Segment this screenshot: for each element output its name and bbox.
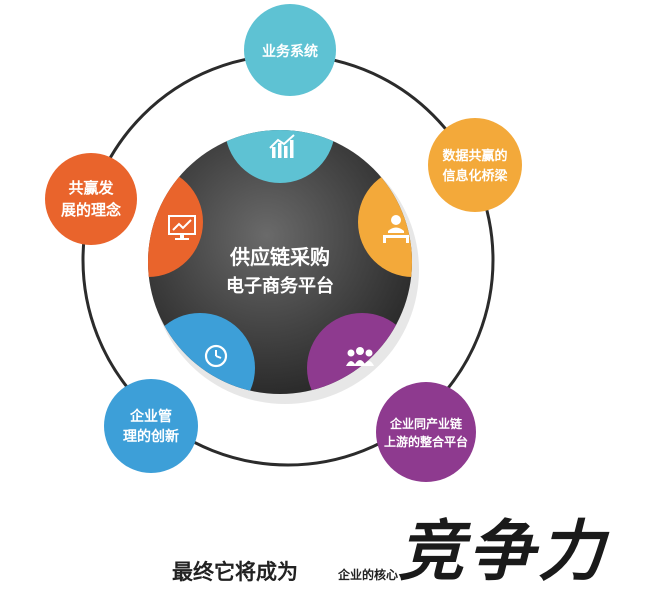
- slogan-small: 企业的核心: [337, 567, 398, 582]
- bubble-left-label-line1: 共赢发: [68, 179, 114, 197]
- bubble-bottom-right-label-line2: 上游的整合平台: [384, 434, 468, 449]
- bubble-bottom-right-label-line1: 企业同产业链: [389, 416, 463, 431]
- bubble-bottom-left: [104, 379, 198, 473]
- bubble-right-label-line1: 数据共赢的: [442, 148, 507, 164]
- bubble-right-label-line2: 信息化桥梁: [442, 168, 508, 184]
- center-title-line2: 电子商务平台: [226, 275, 334, 297]
- bubble-bottom-left-label-line2: 理的创新: [123, 428, 179, 445]
- bubble-bottom-right: [376, 382, 476, 482]
- bubble-bottom-left-label-line1: 企业管: [129, 408, 172, 425]
- bubble-left: [45, 153, 137, 245]
- slogan-main: 最终它将成为: [172, 560, 298, 584]
- center-title-line1: 供应链采购: [229, 245, 330, 269]
- slogan-calligraphy: 竞争力: [398, 512, 610, 590]
- bubble-right: [428, 118, 522, 212]
- bubble-left-label-line2: 展的理念: [61, 201, 121, 219]
- bubble-top-label: 业务系统: [262, 43, 318, 60]
